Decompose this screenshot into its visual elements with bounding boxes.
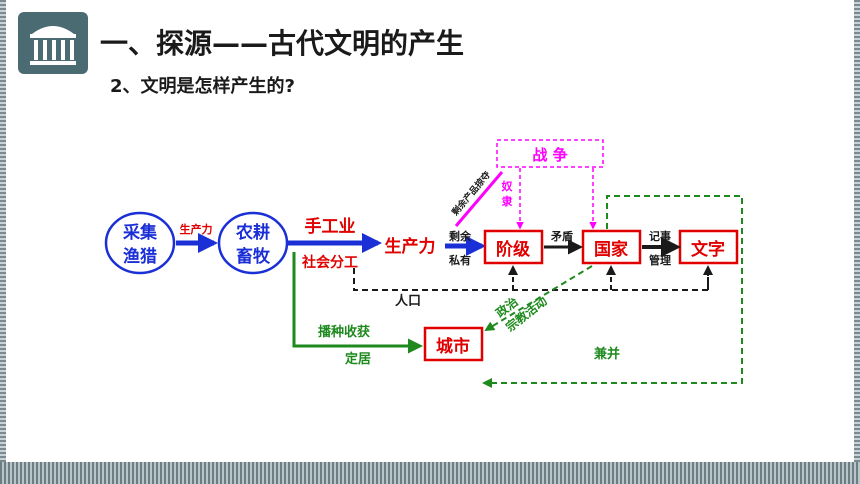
node-war-box: [496, 139, 604, 168]
arrow-farm-to-city: [292, 252, 423, 354]
frame-left-border: [0, 0, 6, 484]
frame-right-border: [854, 0, 860, 484]
page-subtitle: 2、文明是怎样产生的?: [110, 76, 295, 97]
node-state: 国家: [594, 239, 628, 260]
label-annex: 兼并: [594, 346, 620, 362]
label-slaves-1: 奴: [501, 179, 514, 193]
node-productivity: 生产力: [385, 236, 436, 257]
label-population: 人口: [395, 293, 421, 309]
node-gather-hunt-line1: 采集: [122, 222, 158, 243]
label-settle: 定居: [344, 351, 371, 367]
node-class: 阶级: [496, 239, 530, 260]
node-handicraft: 手工业: [305, 216, 356, 237]
node-city-box: [423, 326, 484, 362]
node-farm-herd-line2: 畜牧: [236, 246, 271, 267]
node-class-box: [483, 229, 544, 265]
frame-bottom-border: [0, 462, 860, 484]
arrow-annex-loop: [482, 195, 743, 388]
node-war: 战 争: [532, 146, 567, 164]
label-contradiction: 矛盾: [550, 229, 573, 243]
arrow-state-to-city: [484, 265, 593, 332]
node-writing: 文字: [691, 239, 725, 260]
page-title: 一、探源——古代文明的产生: [100, 27, 465, 60]
node-state-box: [581, 229, 642, 265]
node-farm-herd-line1: 农耕: [235, 222, 270, 243]
label-sow-harvest: 播种收获: [318, 324, 370, 340]
label-private: 私有: [449, 253, 471, 267]
line-surplus-plunder: [454, 171, 504, 227]
label-productivity-small: 生产力: [180, 222, 213, 236]
label-surplus-plunder: 剩余产品掠夺: [449, 168, 494, 218]
node-gather-hunt-line2: 渔猎: [123, 246, 157, 267]
node-farm-herd-ellipse: [217, 211, 289, 275]
line-population: [353, 266, 709, 291]
node-city: 城市: [436, 336, 470, 357]
node-social-division: 社会分工: [301, 254, 358, 271]
label-record-keeping: 记事: [649, 229, 671, 243]
label-surplus: 剩余: [449, 229, 472, 243]
classical-building-icon: [18, 12, 88, 74]
node-gather-hunt-ellipse: [104, 211, 176, 275]
label-management: 管理: [649, 253, 671, 267]
label-slaves-2: 隶: [502, 194, 513, 208]
